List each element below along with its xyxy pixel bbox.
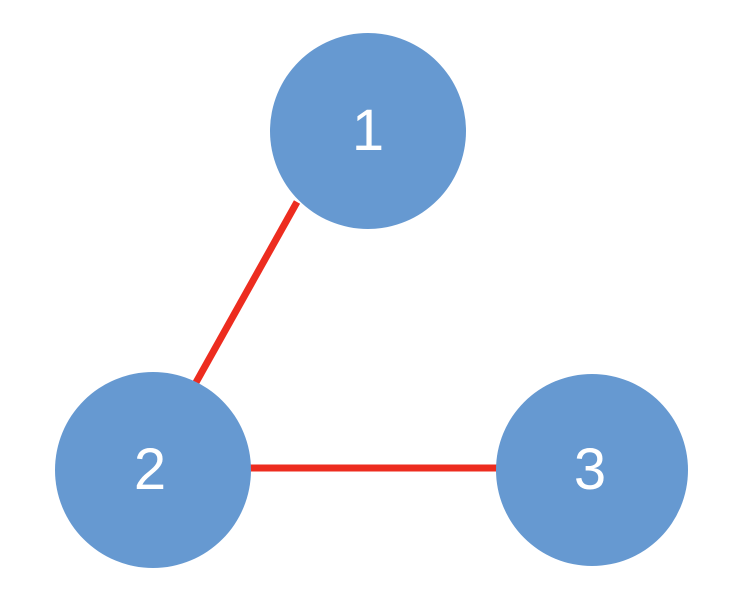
graph-node-2[interactable]	[55, 372, 251, 568]
graph-edge-1-2[interactable]	[190, 200, 301, 388]
graph-node-1[interactable]	[270, 33, 466, 229]
graph-node-1-label: 1	[351, 98, 385, 163]
graph-node-2-label: 2	[133, 437, 167, 502]
graph-node-3[interactable]	[496, 374, 688, 566]
graph-node-3-label: 3	[573, 437, 607, 502]
